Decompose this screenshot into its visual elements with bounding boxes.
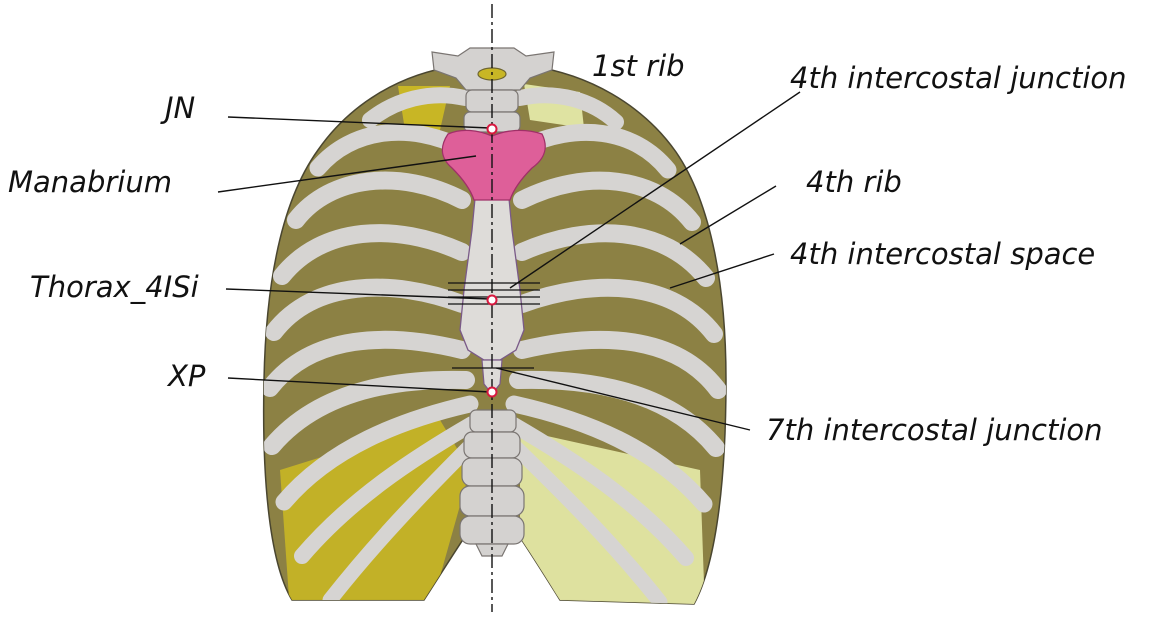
- point-thorax-4isi: [488, 296, 497, 305]
- label-thorax-4isi: Thorax_4ISi: [30, 273, 199, 302]
- label-jn: JN: [165, 94, 195, 123]
- label-xp: XP: [168, 362, 205, 391]
- label-7th-intercostal-junction: 7th intercostal junction: [766, 416, 1103, 445]
- point-jn: [488, 125, 497, 134]
- label-4th-intercostal-space: 4th intercostal space: [790, 240, 1095, 269]
- point-xp: [488, 388, 497, 397]
- label-manubrium: Manabrium: [8, 168, 172, 197]
- label-1st-rib: 1st rib: [592, 52, 685, 81]
- thoracic-vertebra-1: [470, 410, 516, 432]
- label-4th-intercostal-junction: 4th intercostal junction: [790, 64, 1127, 93]
- label-4th-rib: 4th rib: [806, 168, 902, 197]
